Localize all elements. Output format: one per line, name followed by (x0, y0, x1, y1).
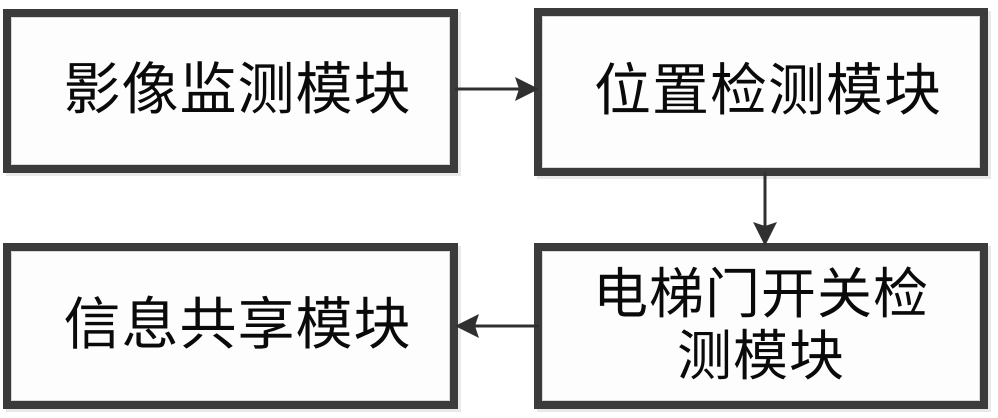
arrow-door-switch-detection-to-information-sharing (455, 309, 539, 343)
node-position-detection-module[interactable]: 位置检测模块 (534, 8, 988, 176)
node-label: 信息共享模块 (63, 292, 412, 359)
node-label: 电梯门开关检 测模块 (592, 262, 929, 388)
node-elevator-door-switch-detection-module[interactable]: 电梯门开关检 测模块 (534, 243, 988, 409)
node-label: 影像监测模块 (63, 57, 412, 124)
arrowhead-right-icon (515, 77, 539, 101)
node-information-sharing-module[interactable]: 信息共享模块 (3, 243, 458, 409)
arrow-position-detection-to-door-switch-detection (748, 172, 782, 246)
arrowhead-left-icon (455, 314, 479, 338)
arrowhead-down-icon (753, 222, 777, 246)
arrow-image-monitoring-to-position-detection (455, 72, 539, 106)
node-label: 位置检测模块 (594, 58, 942, 125)
node-image-monitoring-module[interactable]: 影像监测模块 (3, 9, 458, 173)
